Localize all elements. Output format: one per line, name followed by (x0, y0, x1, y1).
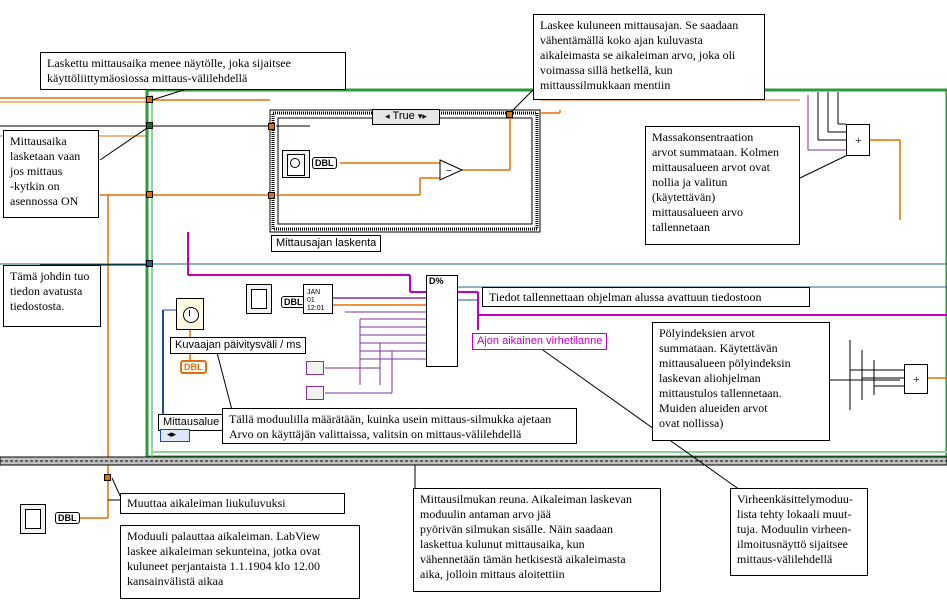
comment-muuttaa: Muuttaa aikaleiman liukuluvuksi (120, 493, 345, 514)
comment-tama-johdin: Tämä johdin tuo tiedon avatusta tiedosto… (3, 265, 101, 327)
comment-massakonsentraatio: Massakonsentraation arvot summataan. Kol… (645, 126, 800, 245)
subtract-icon (439, 159, 464, 181)
tunnel-terminal (268, 123, 275, 130)
ring-control-icon[interactable] (306, 361, 324, 375)
chevron-left-icon[interactable]: ◂ (385, 111, 390, 121)
dbl-conversion: DBL (281, 296, 306, 308)
error-local-label[interactable]: Ajon aikainen virhetilanne (472, 333, 608, 350)
timestamp-icon (246, 284, 272, 314)
comment-reuna: Mittausilmukan reuna. Aikaleiman laskeva… (413, 488, 661, 592)
comment-laskee: Laskee kuluneen mittausajan. Se saadaan … (533, 14, 765, 100)
format-into-string-node: D% (426, 275, 458, 367)
dbl-control[interactable]: DBL (180, 360, 207, 374)
case-label: Mittausajan laskenta (271, 235, 382, 252)
tunnel-terminal (146, 191, 153, 198)
tunnel-terminal (146, 260, 153, 267)
comment-moduuli-maarataan: Tällä moduulilla määrätään, kuinka usein… (222, 408, 577, 444)
comment-virhe: Virheenkäsittelymoduu- lista tehty lokaa… (730, 488, 868, 576)
tunnel-terminal (268, 192, 275, 199)
wait-label: Kuvaajan päivitysväli / ms (170, 337, 306, 354)
chevron-down-icon[interactable]: ▾▸ (417, 111, 427, 121)
tunnel-terminal (146, 96, 153, 103)
ring-arrows-icon: ◂▸ (167, 429, 177, 439)
timestamp-icon (282, 150, 310, 178)
comment-polyindeksi: Pölyindeksien arvot summataan. Käytettäv… (652, 322, 830, 441)
comment-laskettu: Laskettu mittausaika menee näytölle, jok… (40, 52, 346, 90)
tunnel-terminal (146, 122, 153, 129)
mittausalue-label: Mittausalue (158, 414, 225, 431)
add-icon: + (904, 364, 928, 394)
mittausalue-ring[interactable]: ◂▸ (160, 429, 190, 442)
ring-control-icon[interactable] (306, 386, 324, 400)
comment-moduuli-palauttaa: Moduuli palauttaa aikaleiman. LabView la… (120, 525, 360, 599)
comment-tiedot: Tiedot tallennettaan ohjelman alussa ava… (482, 287, 810, 307)
timestamp-icon (20, 504, 46, 534)
wait-icon (176, 298, 204, 330)
dbl-conversion: DBL (55, 512, 80, 524)
case-selector-value: True (392, 110, 415, 122)
add-icon: + (846, 124, 870, 156)
comment-mittausaika: Mittausaika lasketaan vaan jos mittaus -… (3, 130, 99, 218)
tunnel-terminal (506, 111, 513, 118)
case-selector[interactable]: ◂ True ▾▸ (372, 109, 440, 125)
svg-text:−: − (446, 166, 452, 177)
dbl-conversion: DBL (312, 157, 337, 169)
tunnel-terminal (104, 474, 111, 481)
